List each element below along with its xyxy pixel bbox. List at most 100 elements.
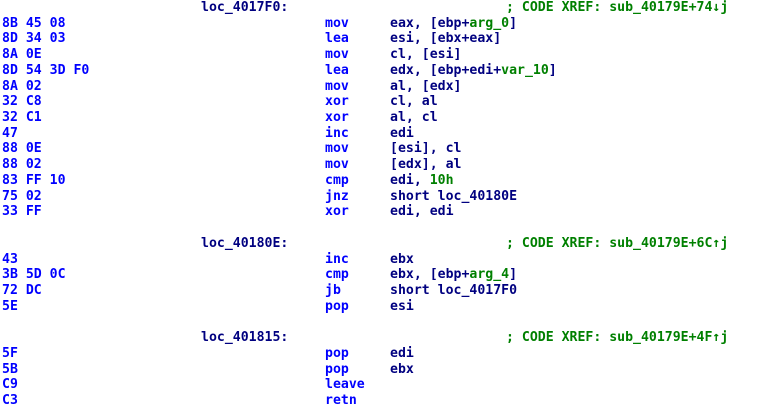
xref-comment[interactable]: ; CODE XREF: sub_40179E+74↓j [506, 0, 729, 15]
operand-text: edi, [390, 172, 430, 188]
operand-text: short [390, 282, 438, 298]
opcode-bytes: 8D 34 03 [2, 31, 66, 47]
opcode-bytes: 5F [2, 345, 18, 361]
immediate-value: 10h [429, 172, 454, 188]
opcode-bytes: 5E [2, 298, 18, 314]
mnemonic: lea [325, 31, 349, 47]
operand: cl, [esi] [390, 47, 461, 63]
opcode-bytes: C9 [2, 377, 18, 393]
operand: ebx, [ebp+arg_4] [390, 267, 517, 283]
operand: edi [390, 346, 414, 362]
opcode-bytes: C3 [2, 392, 18, 408]
asm-line[interactable]: 75 02 jnz short loc_40180E [0, 189, 764, 205]
operand-text: [edx], al [390, 157, 462, 173]
operand-text: edi, edi [390, 204, 454, 220]
operand-text: cl, al [390, 94, 438, 110]
asm-line[interactable]: 8A 02 mov al, [edx] [0, 79, 764, 95]
operand-text: edx, [ebp+edi+ [390, 62, 502, 78]
mnemonic: pop [325, 361, 349, 377]
asm-line[interactable]: 8D 34 03 lea esi, [ebx+eax] [0, 31, 764, 47]
opcode-bytes: 8A 0E [2, 47, 42, 63]
xref-comment[interactable]: ; CODE XREF: sub_40179E+4F↑j [506, 330, 729, 346]
xref-comment[interactable]: ; CODE XREF: sub_40179E+6C↑j [506, 235, 729, 251]
opcode-bytes: 75 02 [2, 188, 42, 204]
operand: short loc_40180E [390, 189, 517, 205]
asm-label[interactable]: loc_401815: [201, 330, 289, 346]
mnemonic: mov [325, 157, 349, 173]
mnemonic: pop [325, 298, 349, 314]
operand: ebx [390, 252, 414, 268]
mnemonic: jnz [325, 188, 349, 204]
opcode-bytes: 3B 5D 0C [2, 267, 66, 283]
operand-text: [esi], cl [390, 141, 462, 157]
operand-text: ] [548, 62, 557, 78]
asm-label[interactable]: loc_4017F0: [201, 0, 289, 15]
opcode-bytes: 83 FF 10 [2, 172, 66, 188]
stack-var[interactable]: arg_4 [469, 267, 510, 283]
operand-text: ebx, [ebp+ [390, 267, 470, 283]
asm-line[interactable]: 32 C1 xor al, cl [0, 110, 764, 126]
mnemonic: xor [325, 110, 349, 126]
mnemonic: retn [325, 392, 357, 408]
mnemonic: leave [325, 377, 365, 393]
operand-text: ] [509, 267, 518, 283]
asm-line[interactable]: 83 FF 10 cmp edi, 10h [0, 173, 764, 189]
operand: edi, 10h [390, 173, 454, 189]
operand: al, [edx] [390, 79, 461, 95]
stack-var[interactable]: arg_0 [469, 15, 510, 31]
operand: [edx], al [390, 157, 461, 173]
mnemonic: mov [325, 78, 349, 94]
asm-line[interactable]: C3 retn [0, 393, 764, 409]
asm-line[interactable]: 33 FF xor edi, edi [0, 204, 764, 220]
operand-text: ebx [390, 251, 414, 267]
mnemonic: mov [325, 15, 349, 31]
operand-text: esi, [ebx+eax] [390, 31, 502, 47]
opcode-bytes: 8A 02 [2, 78, 42, 94]
operand-text: eax, [ebp+ [390, 15, 470, 31]
mnemonic: pop [325, 345, 349, 361]
operand: short loc_4017F0 [390, 283, 517, 299]
asm-line[interactable]: loc_401815: ; CODE XREF: sub_40179E+4F↑j [0, 330, 764, 346]
operand-text: al, [edx] [390, 78, 462, 94]
operand-text: al, cl [390, 110, 438, 126]
operand-text: short [390, 188, 438, 204]
stack-var[interactable]: var_10 [501, 62, 549, 78]
asm-line[interactable]: 5E pop esi [0, 299, 764, 315]
code-ref[interactable]: loc_40180E [437, 188, 518, 204]
asm-line[interactable]: C9 leave [0, 377, 764, 393]
mnemonic: inc [325, 125, 349, 141]
mnemonic: cmp [325, 172, 349, 188]
mnemonic: xor [325, 204, 349, 220]
opcode-bytes: 43 [2, 251, 18, 267]
mnemonic: inc [325, 251, 349, 267]
opcode-bytes: 72 DC [2, 282, 42, 298]
operand: edi, edi [390, 204, 454, 220]
asm-line[interactable]: loc_4017F0: ; CODE XREF: sub_40179E+74↓j [0, 0, 764, 16]
opcode-bytes: 32 C1 [2, 110, 42, 126]
operand-text: edi [390, 125, 414, 141]
code-ref[interactable]: loc_4017F0 [437, 282, 518, 298]
operand-text: esi [390, 298, 414, 314]
blank-line [0, 314, 764, 330]
opcode-bytes: 33 FF [2, 204, 42, 220]
operand: ebx [390, 362, 414, 378]
opcode-bytes: 32 C8 [2, 94, 42, 110]
asm-line[interactable]: 43 inc ebx [0, 252, 764, 268]
blank-line [0, 220, 764, 236]
asm-line[interactable]: 5F pop edi [0, 346, 764, 362]
operand-text: cl, [esi] [390, 47, 462, 63]
asm-line[interactable]: loc_40180E: ; CODE XREF: sub_40179E+6C↑j [0, 236, 764, 252]
mnemonic: lea [325, 62, 349, 78]
asm-label[interactable]: loc_40180E: [201, 235, 289, 251]
